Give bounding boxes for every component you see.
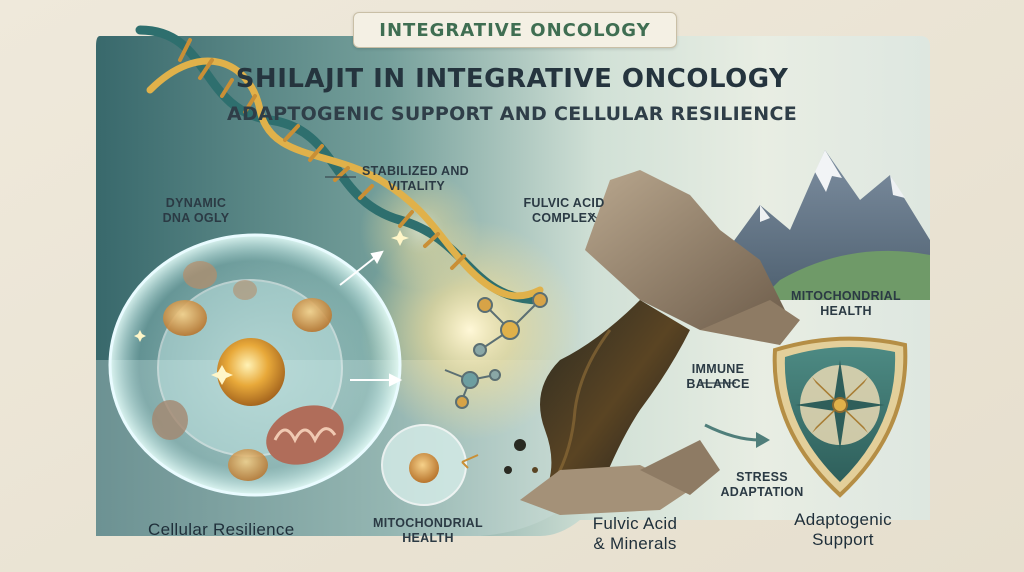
label-stress: STRESS ADAPTATION — [712, 470, 812, 500]
label-mito-right-line2: HEALTH — [820, 304, 872, 318]
caption-fulvic-minerals: Fulvic Acid & Minerals — [580, 514, 690, 554]
page-subtitle: ADAPTOGENIC SUPPORT AND CELLULAR RESILIE… — [227, 103, 797, 125]
label-fulvic-complex-line1: FULVIC ACID — [523, 196, 605, 210]
cell-icon — [108, 233, 402, 497]
dna-helix-icon — [135, 25, 545, 305]
molecule-icon — [444, 292, 548, 409]
label-mitochondrial-right: MITOCHONDRIAL HEALTH — [786, 289, 906, 319]
section-badge: INTEGRATIVE ONCOLOGY — [353, 12, 677, 48]
label-stress-line2: ADAPTATION — [720, 485, 804, 499]
caption-fulvic-line2: & Minerals — [593, 534, 677, 553]
label-mito-right-line1: MITOCHONDRIAL — [791, 289, 901, 303]
caption-adaptogenic-line1: Adaptogenic — [794, 510, 892, 529]
label-dynamic-line1: DYNAMIC — [165, 196, 227, 210]
label-mito-bottom-line1: MITOCHONDRIAL — [373, 516, 483, 530]
label-stabilized-line1: STABILIZED AND — [362, 164, 469, 178]
label-stress-line1: STRESS — [736, 470, 788, 484]
caption-cellular-resilience: Cellular Resilience — [148, 520, 295, 539]
label-fulvic-complex-line2: COMPLEX — [532, 211, 596, 225]
mitochondria-icon — [266, 405, 344, 465]
caption-adaptogenic-support: Adaptogenic Support — [778, 510, 908, 550]
label-immune-line1: IMMUNE — [691, 362, 745, 376]
caption-fulvic-line1: Fulvic Acid — [592, 514, 678, 533]
caption-adaptogenic-line2: Support — [812, 530, 874, 549]
label-immune: IMMUNE BALANCE — [678, 362, 758, 392]
mountain-icon — [720, 150, 930, 300]
label-mitochondrial-bottom: MITOCHONDRIAL HEALTH — [358, 516, 498, 546]
label-dynamic-line2: DNA OGLY — [162, 211, 230, 225]
label-mito-bottom-line2: HEALTH — [402, 531, 454, 545]
label-stabilized-line2: VITALITY — [388, 179, 446, 193]
label-dynamic: DYNAMIC DNA OGLY — [146, 196, 246, 226]
label-immune-line2: BALANCE — [686, 377, 750, 391]
label-stabilized: STABILIZED AND VITALITY — [362, 164, 469, 194]
page-title: SHILAJIT IN INTEGRATIVE ONCOLOGY — [235, 64, 789, 94]
shield-compass-icon — [772, 336, 908, 498]
label-fulvic-complex: FULVIC ACID COMPLEX — [516, 196, 612, 226]
